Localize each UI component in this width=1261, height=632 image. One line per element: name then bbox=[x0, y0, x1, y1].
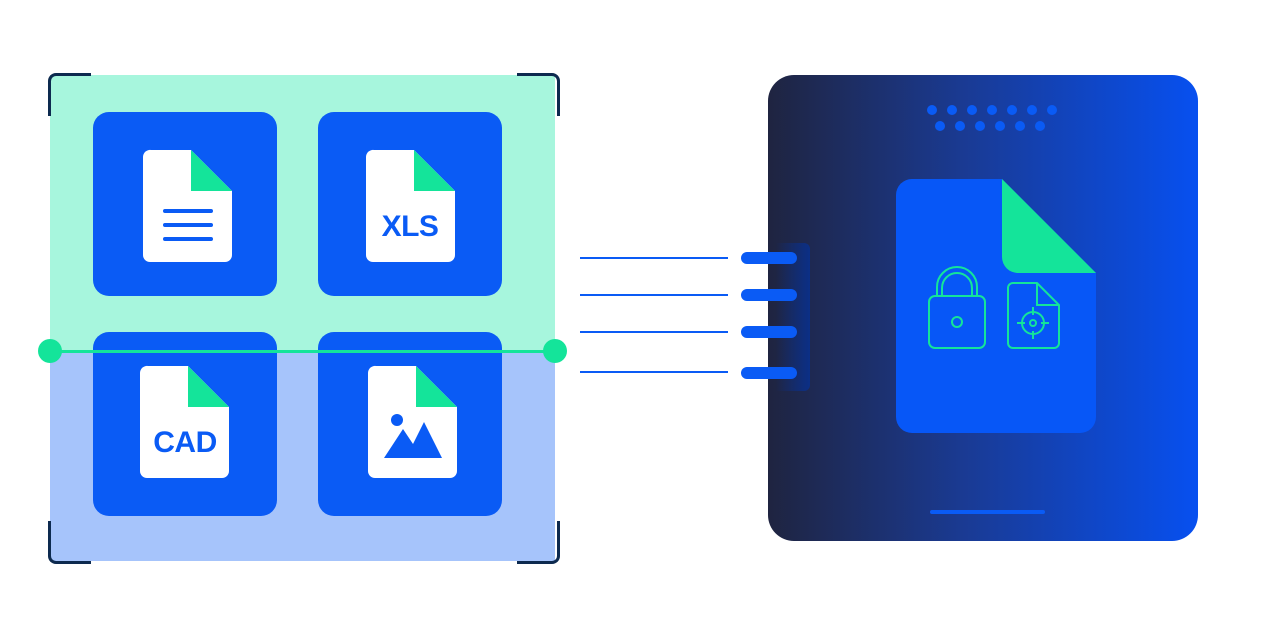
scan-line bbox=[50, 350, 555, 353]
speaker-dot bbox=[1035, 121, 1045, 131]
spreadsheet-document-icon bbox=[365, 149, 455, 262]
device-port bbox=[776, 243, 810, 391]
speaker-dot bbox=[967, 105, 977, 115]
speaker-dot bbox=[1047, 105, 1057, 115]
connector-wire bbox=[580, 371, 728, 373]
image-document-tile bbox=[318, 332, 502, 516]
speaker-dot bbox=[935, 121, 945, 131]
target-document-icon bbox=[1007, 282, 1060, 349]
scan-frame-corner-bottom-right bbox=[517, 521, 560, 564]
speaker-dot bbox=[987, 105, 997, 115]
speaker-dot bbox=[947, 105, 957, 115]
scan-frame-corner-top-right bbox=[517, 73, 560, 116]
padlock-icon bbox=[928, 266, 986, 349]
speaker-dot bbox=[995, 121, 1005, 131]
speaker-dot bbox=[1015, 121, 1025, 131]
connector-pin bbox=[741, 367, 797, 379]
connector-pin bbox=[741, 252, 797, 264]
connector-pin bbox=[741, 326, 797, 338]
image-document-icon bbox=[367, 365, 457, 478]
connector-wire bbox=[580, 257, 728, 259]
speaker-dot bbox=[1027, 105, 1037, 115]
connector-wire bbox=[580, 331, 728, 333]
cad-document-tile: CAD bbox=[93, 332, 277, 516]
speaker-dot bbox=[955, 121, 965, 131]
speaker-dot bbox=[927, 105, 937, 115]
scan-frame-corner-top-left bbox=[48, 73, 91, 116]
secure-document-screen bbox=[896, 179, 1096, 433]
text-document-tile bbox=[93, 112, 277, 296]
speaker-dot bbox=[1007, 105, 1017, 115]
text-document-icon bbox=[142, 149, 232, 262]
connector-pin bbox=[741, 289, 797, 301]
scan-line-handle-right bbox=[543, 339, 567, 363]
scan-line-handle-left bbox=[38, 339, 62, 363]
speaker-dot bbox=[975, 121, 985, 131]
xls-label: XLS bbox=[381, 210, 439, 243]
cad-document-icon bbox=[139, 365, 229, 478]
scan-frame-corner-bottom-left bbox=[48, 521, 91, 564]
xls-document-tile: XLS bbox=[318, 112, 502, 296]
device-home-bar bbox=[930, 510, 1045, 514]
connector-wire bbox=[580, 294, 728, 296]
cad-label: CAD bbox=[153, 426, 217, 459]
